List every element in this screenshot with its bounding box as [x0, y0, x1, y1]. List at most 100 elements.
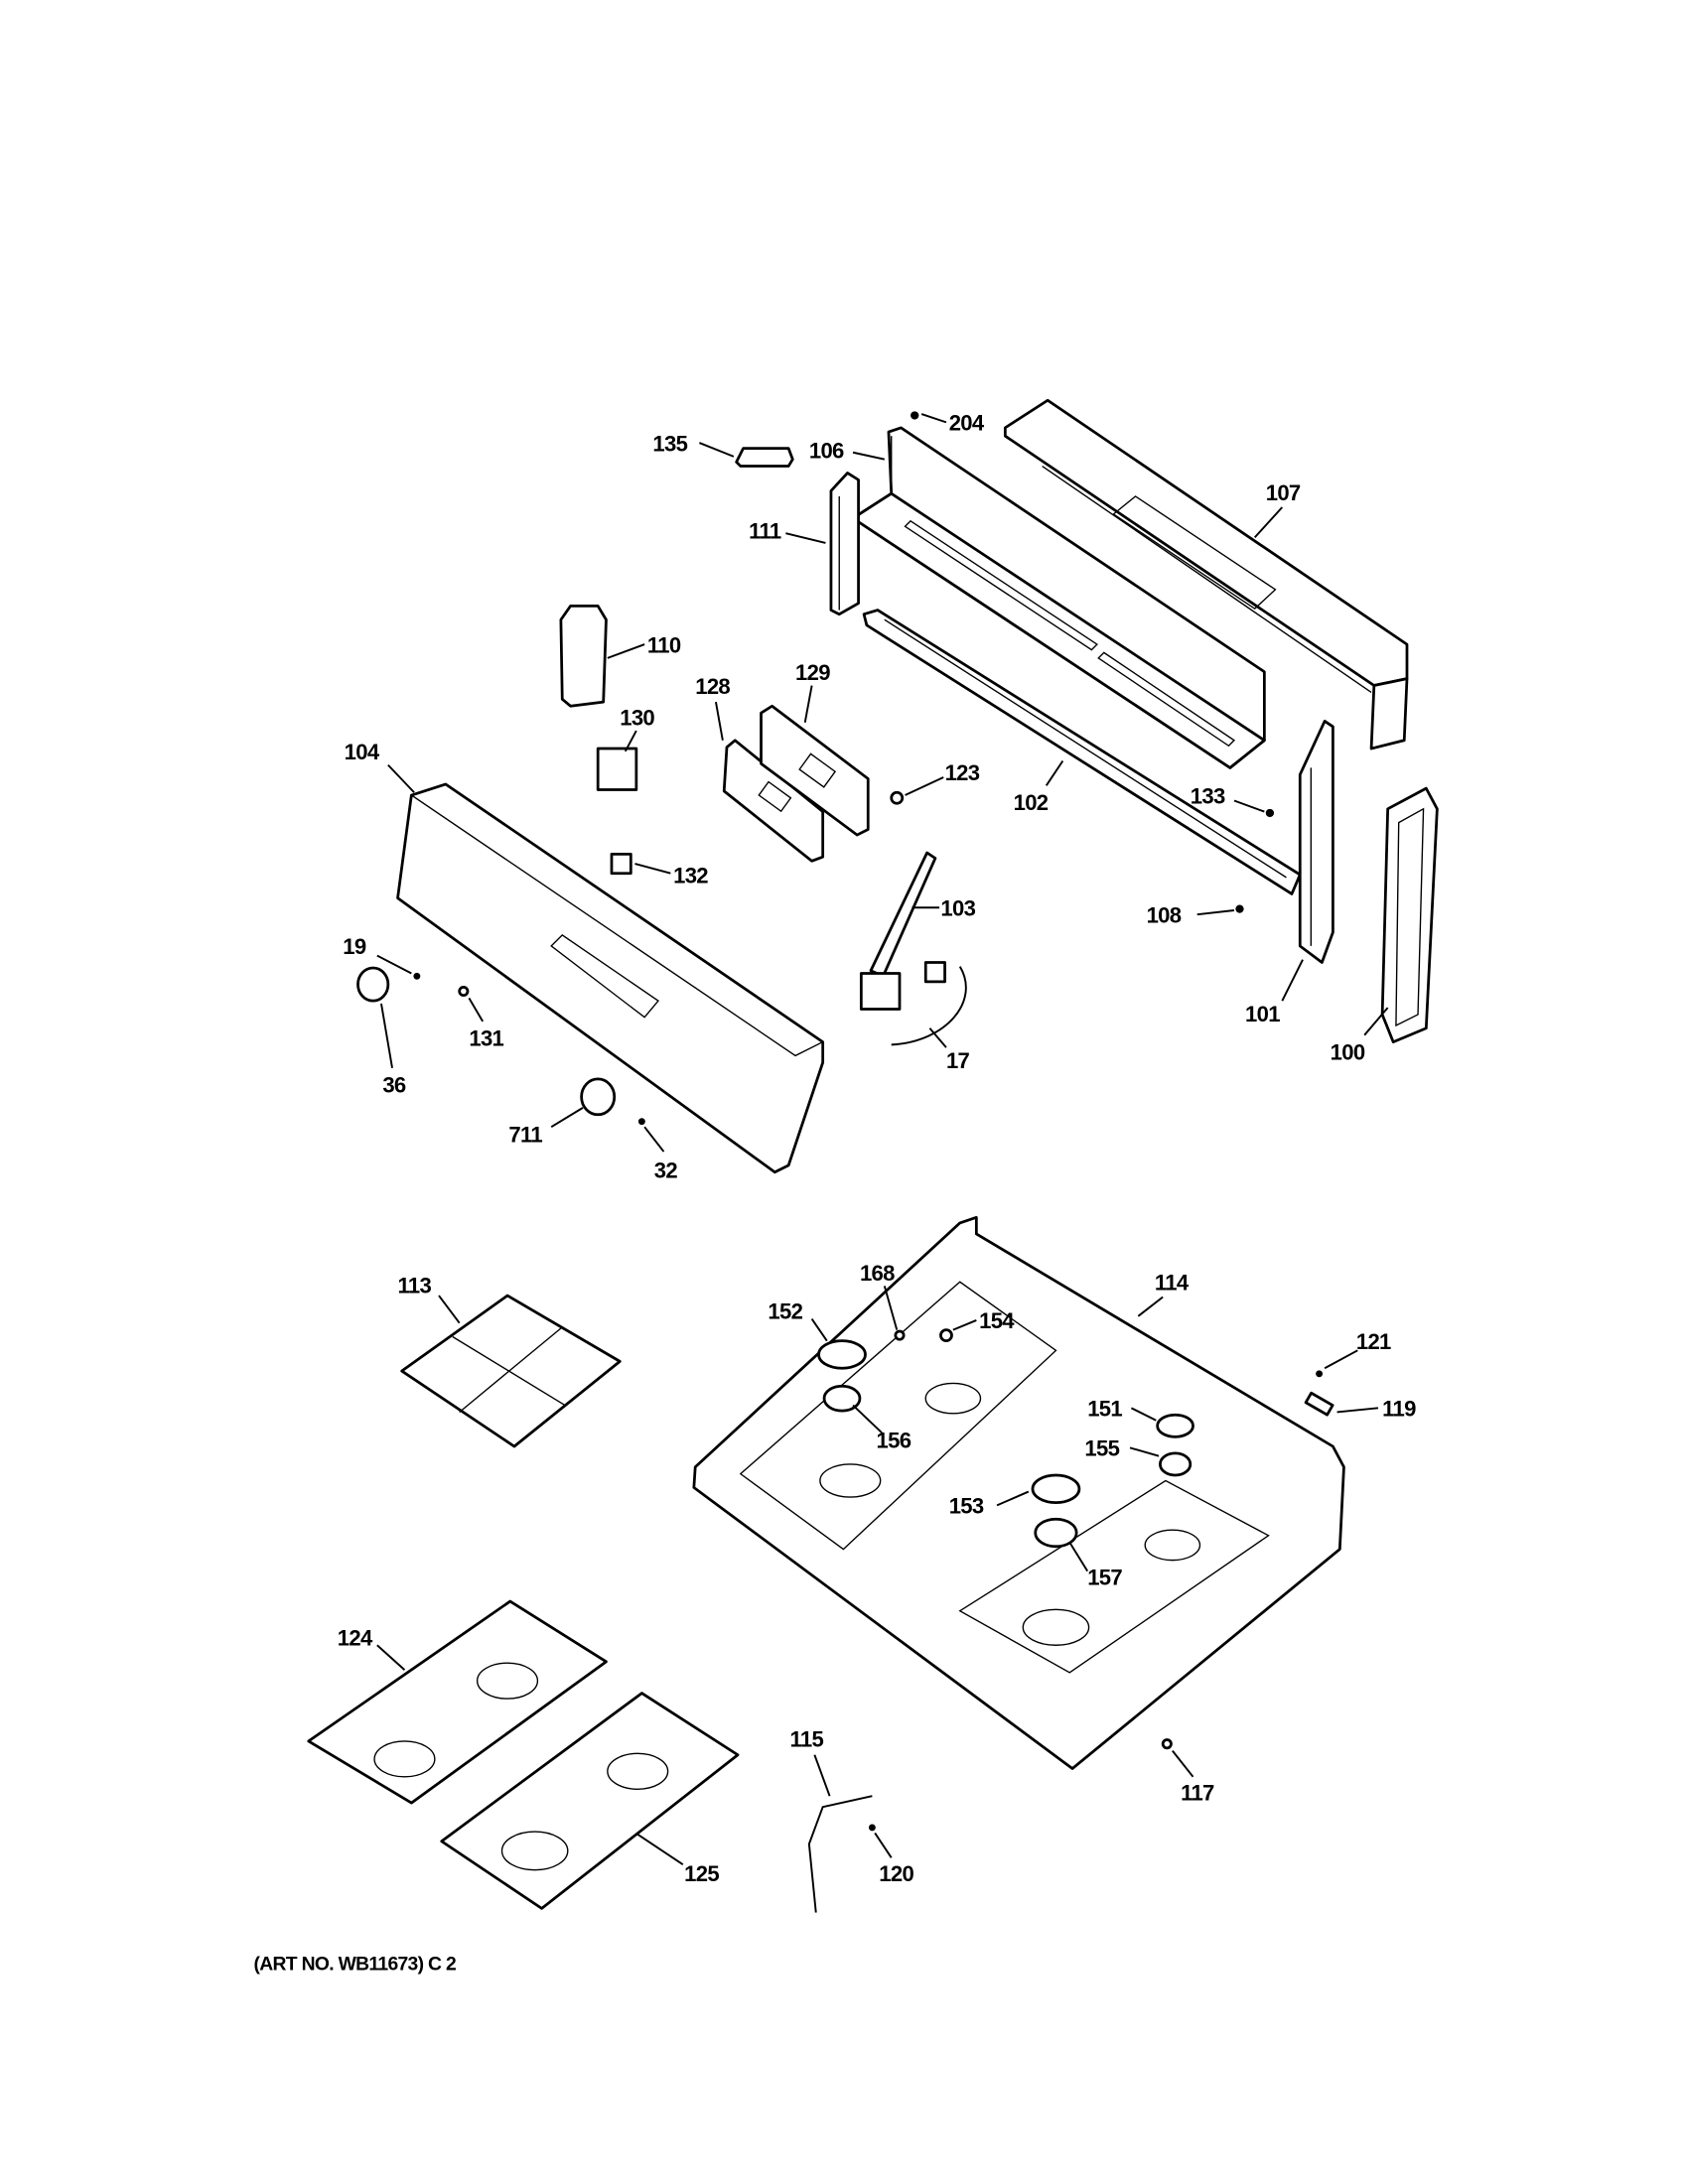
callout-155: 155	[1084, 1436, 1119, 1461]
callout-121: 121	[1356, 1329, 1391, 1354]
callout-154: 154	[979, 1308, 1015, 1333]
part-128-overlay	[722, 739, 825, 863]
callout-125: 125	[684, 1861, 719, 1886]
leader-line-132	[634, 863, 671, 875]
part-204-screw	[911, 411, 919, 420]
callout-32: 32	[654, 1158, 678, 1182]
part-104-control-panel	[396, 782, 825, 1174]
part-119-bracket	[1304, 1391, 1334, 1417]
leader-line-154	[952, 1319, 977, 1331]
part-103-tube	[869, 851, 937, 978]
callout-133: 133	[1191, 783, 1225, 808]
callout-130: 130	[620, 706, 654, 731]
part-129-control-board	[760, 704, 870, 837]
leader-line-36	[380, 1003, 393, 1068]
callout-156: 156	[877, 1428, 912, 1452]
part-168-orifice	[894, 1329, 906, 1341]
callout-153: 153	[949, 1494, 984, 1519]
leader-line-102	[1045, 759, 1064, 786]
part-17-valve-assembly	[859, 961, 967, 1046]
callout-151: 151	[1087, 1397, 1122, 1422]
part-102-trim	[862, 609, 1302, 895]
callout-157: 157	[1087, 1565, 1122, 1589]
part-115-rod	[807, 1795, 873, 1913]
callout-110: 110	[647, 632, 681, 657]
leader-line-128	[714, 701, 724, 741]
callout-135: 135	[652, 431, 687, 456]
part-153-cap	[1031, 1473, 1081, 1505]
part-36-knob	[356, 966, 390, 1003]
part-123-nut	[890, 790, 905, 805]
leader-line-156	[852, 1404, 883, 1433]
callout-106: 106	[809, 438, 844, 463]
leader-line-19	[376, 954, 412, 975]
part-113-grate	[400, 1294, 622, 1448]
part-19-screw	[413, 972, 421, 980]
leader-line-106	[852, 451, 886, 461]
callout-131: 131	[469, 1026, 503, 1051]
callout-119: 119	[1382, 1397, 1416, 1422]
callout-102: 102	[1014, 790, 1049, 815]
part-132-switch	[610, 853, 632, 876]
callout-101: 101	[1245, 1002, 1280, 1026]
callout-123: 123	[945, 760, 980, 785]
callout-114: 114	[1155, 1271, 1190, 1296]
part-117-grommet	[1161, 1738, 1173, 1750]
part-131-grommet	[458, 985, 470, 998]
leader-line-155	[1129, 1446, 1160, 1457]
callout-124: 124	[338, 1625, 373, 1650]
leader-line-129	[803, 685, 813, 723]
callout-107: 107	[1266, 480, 1301, 505]
leader-line-168	[883, 1286, 899, 1330]
part-157-burner	[1034, 1517, 1078, 1549]
part-32-screw	[637, 1118, 645, 1126]
callout-111: 111	[749, 519, 781, 544]
callout-103: 103	[940, 896, 975, 921]
leader-line-711	[550, 1107, 584, 1129]
part-110-module	[559, 605, 608, 708]
part-125-drip-pan	[440, 1692, 740, 1910]
callout-117: 117	[1181, 1780, 1214, 1805]
part-133-nut	[1265, 808, 1275, 818]
part-121-screw	[1316, 1370, 1324, 1378]
callout-152: 152	[768, 1299, 802, 1324]
leader-line-115	[813, 1754, 831, 1797]
part-100-end-cap	[1380, 786, 1439, 1043]
leader-line-108	[1196, 909, 1235, 916]
callout-120: 120	[879, 1861, 913, 1886]
leader-line-152	[810, 1318, 828, 1342]
leader-line-32	[643, 1126, 665, 1153]
leader-line-153	[996, 1490, 1030, 1507]
callout-115: 115	[790, 1726, 824, 1751]
leader-line-125	[636, 1834, 684, 1866]
callout-19: 19	[343, 934, 366, 959]
leader-line-124	[376, 1644, 406, 1671]
leader-line-17	[928, 1027, 947, 1048]
part-711-knob	[580, 1077, 617, 1117]
leader-line-123	[905, 776, 944, 796]
part-108-screw	[1235, 904, 1244, 913]
part-151-cap	[1156, 1413, 1194, 1438]
leader-line-117	[1172, 1749, 1194, 1778]
leader-line-113	[438, 1295, 461, 1324]
leader-line-121	[1324, 1349, 1358, 1370]
part-106-backguard	[851, 426, 1266, 769]
callout-129: 129	[795, 660, 830, 685]
leader-line-133	[1233, 799, 1265, 813]
callout-100: 100	[1331, 1040, 1365, 1065]
leader-line-119	[1336, 1407, 1379, 1414]
part-152-cap	[817, 1339, 867, 1370]
part-120-screw	[868, 1824, 876, 1832]
leader-line-130	[624, 730, 637, 752]
part-130-switch	[596, 747, 638, 791]
part-107-top-cap	[1003, 398, 1409, 751]
callout-36: 36	[382, 1073, 406, 1098]
art-number-note: (ART NO. WB11673) C 2	[254, 1955, 457, 1976]
leader-line-204	[920, 413, 947, 424]
leader-line-101	[1281, 959, 1304, 1002]
leader-line-107	[1253, 506, 1284, 539]
callout-17: 17	[946, 1048, 970, 1073]
callout-132: 132	[673, 863, 708, 887]
part-155-burner	[1159, 1451, 1193, 1477]
callout-113: 113	[398, 1273, 432, 1297]
